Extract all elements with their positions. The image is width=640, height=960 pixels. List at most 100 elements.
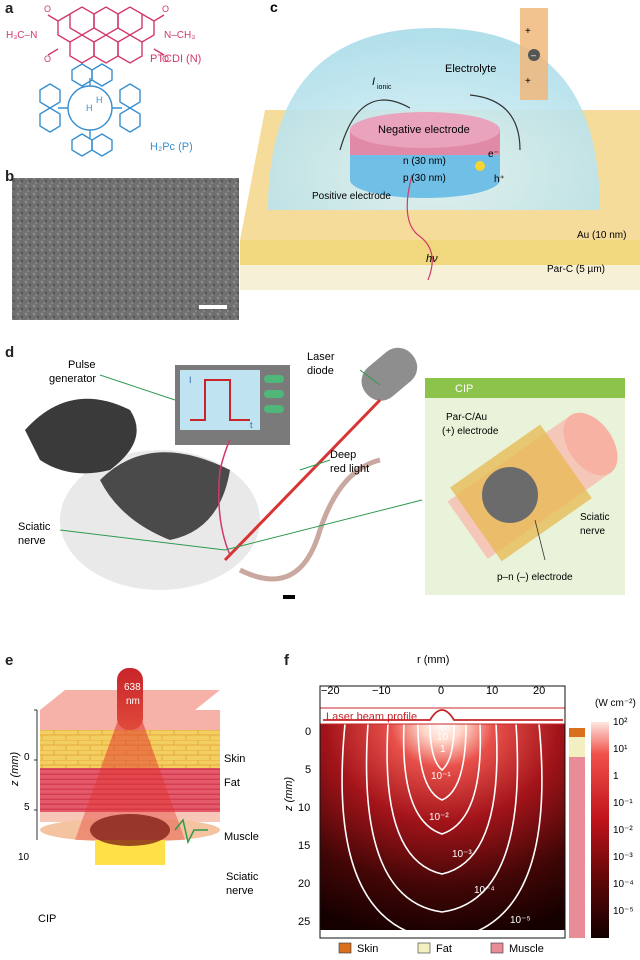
profile-label: Laser beam profile — [326, 711, 417, 723]
muscle-label: Muscle — [224, 831, 259, 843]
panel-f-label: f — [284, 652, 289, 669]
strip-skin — [569, 728, 585, 737]
panel-c-label: c — [270, 0, 278, 15]
panel-b — [12, 178, 239, 320]
r-tick-3: 0 — [438, 685, 444, 697]
cbar-tick-1: 10² — [613, 717, 628, 728]
sciatic-nerve-e-2: nerve — [226, 885, 254, 897]
load-icon — [528, 49, 540, 61]
pn-electrode — [482, 467, 538, 523]
beam-cylinder — [117, 668, 143, 730]
h-atom-1: H — [86, 103, 93, 113]
panel-b-label: b — [5, 168, 15, 185]
cbar-tick-5: 10⁻² — [613, 825, 633, 836]
carbonyl-o-1: O — [44, 4, 51, 14]
carbonyl-o-4: O — [162, 54, 169, 64]
zf-tick-10: 10 — [298, 802, 310, 814]
pn-electrode-label: p–n (–) electrode — [497, 572, 573, 583]
ptcdi-label: PTCDI (N) — [150, 53, 201, 65]
beam-label-1: 638 — [124, 682, 141, 693]
pulse-waveform — [190, 379, 250, 421]
contour-label-1e-3: 10⁻³ — [452, 849, 472, 860]
r-tick-5: 20 — [533, 685, 545, 697]
r-tick-4: 10 — [486, 685, 498, 697]
p-layer-label: p (30 nm) — [403, 173, 446, 184]
cbar-tick-8: 10⁻⁵ — [613, 906, 634, 917]
parc-au-label-2: (+) electrode — [442, 426, 499, 437]
zf-tick-20: 20 — [298, 878, 310, 890]
pulse-axis-t: t — [250, 420, 253, 430]
contour-label-1e-1: 10⁻¹ — [431, 771, 451, 782]
cbar-tick-3: 1 — [613, 771, 619, 782]
z-axis-label: z (mm) — [9, 751, 21, 787]
panel-e-label: e — [5, 652, 14, 669]
panel-a: O O O O H₃C–N N–CH₃ PTCDI (N) H H H₂Pc (… — [6, 4, 201, 157]
panel-c: c Electrolyte I ionic Negative electrode… — [240, 0, 640, 290]
zf-tick-25: 25 — [298, 916, 310, 928]
photon-path — [406, 174, 433, 281]
legend-fat: Fat — [436, 943, 452, 955]
sciatic-nerve-right-1: Sciatic — [580, 512, 609, 523]
parc-au-label-1: Par-C/Au — [446, 412, 487, 423]
laser-beam — [223, 398, 382, 562]
laser-diode-label-1: Laser — [307, 351, 335, 363]
laser-diode — [361, 347, 418, 401]
contour-label-10: 10 — [437, 732, 449, 743]
legend-skin: Skin — [357, 943, 378, 955]
contour-label-1: 1 — [440, 744, 446, 755]
sciatic-nerve-label-1: Sciatic — [18, 521, 51, 533]
panel-e: 638 nm Skin Fat Muscle Sciatic nerve CIP… — [9, 668, 259, 925]
panel-d: CIP Pulse generator Laser diode Deep red… — [18, 347, 625, 599]
ionic-label: I — [372, 76, 375, 88]
h-atom-2: H — [96, 95, 103, 105]
contour-label-1e-2: 10⁻² — [429, 812, 449, 823]
device-plus-top: + — [525, 26, 531, 37]
n-layer-label: n (30 nm) — [403, 156, 446, 167]
scale-bar — [199, 305, 227, 309]
legend-muscle: Muscle — [509, 943, 544, 955]
skin-label: Skin — [224, 753, 245, 765]
carbonyl-o-3: O — [162, 4, 169, 14]
rat-scale-bar — [283, 595, 295, 599]
panel-f: r (mm) −20 −10 0 10 20 z (mm) 0 5 10 15 … — [283, 654, 636, 955]
parc-substrate — [240, 265, 640, 290]
rat-tail — [238, 457, 381, 582]
z-tick-10: 10 — [18, 852, 30, 863]
pulse-generator-label-1: Pulse — [68, 359, 96, 371]
device-plus-bottom: + — [525, 76, 531, 87]
zf-tick-15: 15 — [298, 840, 310, 852]
h2pc-structure — [39, 63, 141, 157]
strip-fat — [569, 737, 585, 757]
r-tick-1: −20 — [321, 685, 340, 697]
contour-label-1e-5: 10⁻⁵ — [510, 915, 531, 926]
z-axis-label-f: z (mm) — [283, 776, 295, 812]
sciatic-nerve-e-1: Sciatic — [226, 871, 259, 883]
gold-label: Au (10 nm) — [577, 230, 626, 241]
colorbar-unit: (W cm⁻²) — [595, 698, 636, 709]
nerve-signal — [174, 818, 208, 845]
sem-image — [12, 178, 239, 320]
sciatic-nerve-right-2: nerve — [580, 526, 605, 537]
p-layer — [350, 155, 500, 180]
fat-label: Fat — [224, 777, 240, 789]
deep-red-light-label-1: Deep — [330, 449, 356, 461]
hv-label: hν — [426, 253, 438, 265]
colorbar — [591, 722, 609, 938]
h2pc-label: H₂Pc (P) — [150, 141, 193, 153]
intensity-map — [320, 724, 565, 930]
cbar-tick-7: 10⁻⁴ — [613, 879, 634, 890]
contour-label-1e-4: 10⁻⁴ — [474, 885, 495, 896]
contour-lines — [341, 723, 543, 941]
z-tick-0: 0 — [24, 752, 30, 763]
strip-muscle — [569, 757, 585, 938]
cbar-tick-4: 10⁻¹ — [613, 798, 633, 809]
exciton-icon — [475, 161, 485, 171]
rat-head — [25, 398, 137, 474]
cip-e-label: CIP — [38, 913, 56, 925]
light-cone — [75, 720, 185, 840]
negative-electrode — [350, 112, 500, 148]
legend-swatch-muscle — [490, 942, 504, 954]
parc-label: Par-C (5 µm) — [547, 264, 605, 275]
positive-electrode-label: Positive electrode — [312, 191, 391, 202]
